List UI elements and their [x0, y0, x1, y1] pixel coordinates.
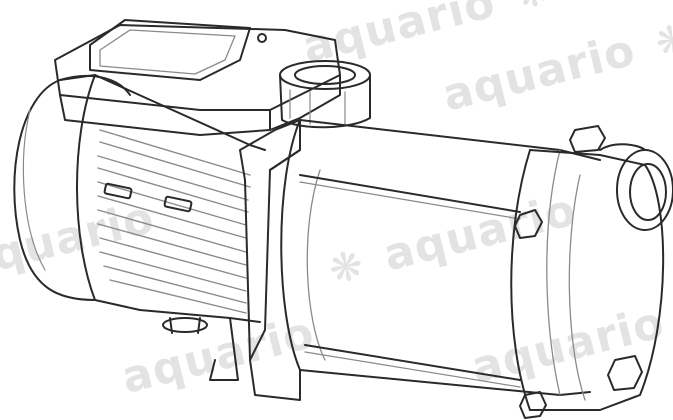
terminal-box-screw [257, 33, 267, 43]
pump-head [510, 149, 665, 411]
drain-plug [162, 317, 208, 334]
tie-rod-lower [304, 344, 521, 381]
terminal-box-lid [89, 19, 251, 81]
housing-clip-left [103, 182, 133, 200]
terminal-box-panel [99, 29, 236, 75]
motor-housing [59, 74, 266, 323]
housing-clip-right [163, 195, 193, 213]
bolt-lower-right [607, 355, 643, 391]
bolts [514, 125, 643, 419]
fill-port [279, 60, 371, 129]
motor-flange [209, 119, 301, 401]
motor-end-cap [13, 74, 131, 301]
pump-body [280, 119, 601, 396]
tie-rod-upper [299, 174, 521, 213]
bolt-top [569, 125, 606, 153]
outlet-port [599, 143, 673, 231]
bolt-lower-left [519, 391, 547, 419]
motor-cooling-fins [97, 129, 251, 314]
bolt-upper-left [514, 209, 543, 239]
